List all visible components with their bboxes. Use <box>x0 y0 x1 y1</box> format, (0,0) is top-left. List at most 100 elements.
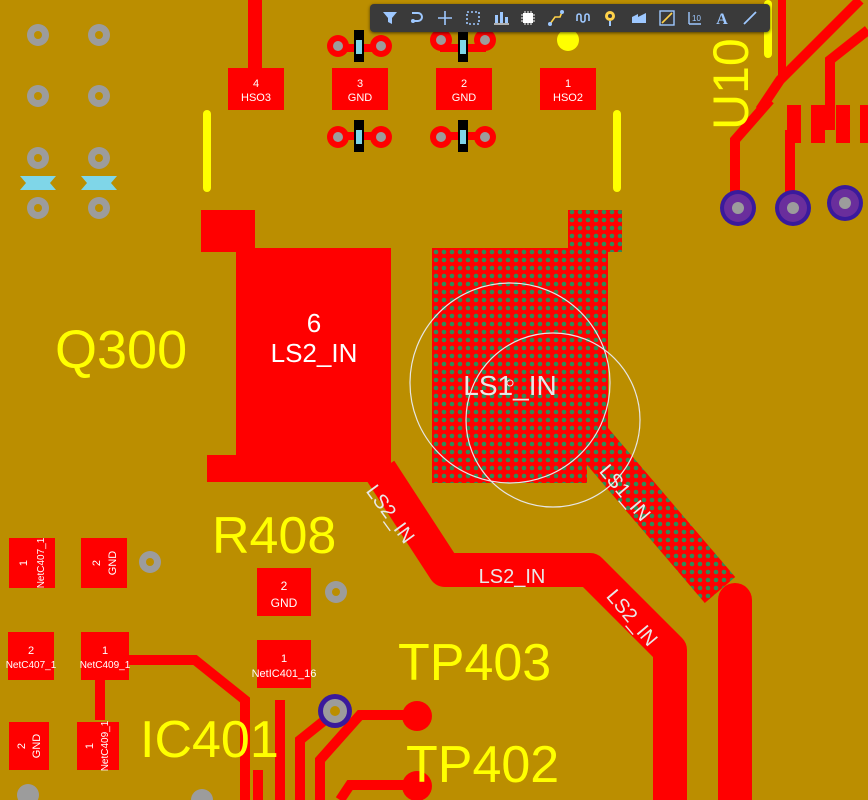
c409-pad-gnd[interactable]: 2 GND <box>9 722 49 770</box>
tune-length-icon <box>575 13 590 23</box>
svg-text:2: 2 <box>461 78 467 90</box>
bottom-via[interactable] <box>191 789 213 800</box>
svg-text:1: 1 <box>565 78 571 90</box>
active-bar-toolbar: 10 A <box>370 4 770 32</box>
svg-text:1: 1 <box>18 560 30 566</box>
place-via-icon <box>605 11 616 26</box>
place-text-button[interactable]: A <box>711 7 733 29</box>
crosshair-add-button[interactable] <box>434 7 456 29</box>
place-dimension-icon: 10 <box>687 12 701 25</box>
bottom-left-via[interactable] <box>17 784 39 800</box>
svg-text:10: 10 <box>692 14 701 23</box>
place-polygon-button[interactable] <box>656 7 678 29</box>
svg-text:2: 2 <box>91 560 103 566</box>
trace-ls2-in[interactable] <box>365 460 687 800</box>
select-rectangle-button[interactable] <box>462 7 484 29</box>
pad6-net: LS2_IN <box>271 338 358 368</box>
place-region-button[interactable] <box>628 7 650 29</box>
svg-text:NetIC401_16: NetIC401_16 <box>252 668 317 680</box>
place-line-button[interactable] <box>739 7 761 29</box>
svg-text:1: 1 <box>281 653 287 665</box>
trace-tp403[interactable] <box>315 710 415 800</box>
c407-pad-2-gnd[interactable]: 2 GND <box>81 538 127 588</box>
route-interactive-button[interactable] <box>407 7 429 29</box>
svg-text:NetC407_1: NetC407_1 <box>36 537 47 588</box>
place-dimension-button[interactable]: 10 <box>684 7 706 29</box>
svg-text:GND: GND <box>452 92 477 104</box>
svg-text:3: 3 <box>357 78 363 90</box>
u10-pads[interactable] <box>720 105 868 226</box>
svg-text:HSO2: HSO2 <box>553 92 583 104</box>
pad-1[interactable]: 1 HSO2 <box>540 68 596 110</box>
clearance-circle-large <box>409 282 611 484</box>
component-button[interactable] <box>517 7 539 29</box>
select-rectangle-icon <box>466 11 480 25</box>
filter-icon <box>382 12 397 24</box>
ls1-in-region[interactable]: LS1_IN <box>432 210 622 483</box>
tp403-pad[interactable] <box>402 701 432 731</box>
svg-text:NetC409_1: NetC409_1 <box>100 720 111 771</box>
trace-u10-e[interactable] <box>778 0 786 80</box>
place-text-icon: A <box>717 11 729 27</box>
r408-pad-2[interactable]: 2 GND <box>257 568 311 616</box>
q300-drain-pad[interactable]: 6 LS2_IN <box>201 210 391 482</box>
gnd-via-cluster[interactable] <box>327 29 496 152</box>
clearance-circle-small <box>465 332 641 508</box>
q300-silk-left <box>203 110 211 192</box>
left-via-grid[interactable] <box>20 24 117 219</box>
trace-label-ls2-b: LS2_IN <box>479 566 546 588</box>
c407-pad-1[interactable]: 1 NetC407_1 <box>9 537 55 588</box>
svg-text:2: 2 <box>281 579 288 593</box>
svg-text:2: 2 <box>28 645 34 657</box>
cursor-marker <box>506 379 514 387</box>
pad6-number: 6 <box>307 308 321 338</box>
place-polygon-icon <box>659 10 675 26</box>
pad-4[interactable]: 4 HSO3 <box>228 68 284 110</box>
svg-text:A: A <box>717 11 729 27</box>
designator-q300[interactable]: Q300 <box>55 320 187 380</box>
designator-tp402[interactable]: TP402 <box>406 736 559 794</box>
designator-ic401[interactable]: IC401 <box>140 711 279 769</box>
tune-length-button[interactable] <box>573 7 595 29</box>
place-line-icon <box>743 11 757 25</box>
route-multiple-button[interactable] <box>545 7 567 29</box>
c409-pad-1[interactable]: 1 NetC409_1 <box>80 632 131 680</box>
designator-tp403[interactable]: TP403 <box>398 634 551 692</box>
svg-text:GND: GND <box>31 734 43 759</box>
place-region-icon <box>632 13 647 23</box>
c409-pad-1-vertical[interactable]: 1 NetC409_1 <box>77 720 119 771</box>
trace-ls1-in[interactable] <box>559 407 736 603</box>
trace-u10-b[interactable] <box>730 96 774 205</box>
designator-r408[interactable]: R408 <box>212 507 336 565</box>
q300-silk-right <box>613 110 621 192</box>
svg-text:NetC409_1: NetC409_1 <box>80 660 131 671</box>
svg-text:1: 1 <box>102 645 108 657</box>
pin1-marker <box>557 29 579 51</box>
route-multiple-icon <box>548 10 565 26</box>
tp402-pad[interactable] <box>402 771 432 800</box>
place-via-button[interactable] <box>600 7 622 29</box>
svg-text:GND: GND <box>348 92 373 104</box>
route-interactive-icon <box>410 12 423 23</box>
trace-tp402[interactable] <box>335 780 415 800</box>
ic401-pad-1[interactable]: 1 NetIC401_16 <box>252 640 317 688</box>
svg-text:GND: GND <box>107 551 119 576</box>
designator-u10[interactable]: U10 <box>703 38 759 130</box>
filter-button[interactable] <box>379 7 401 29</box>
svg-text:2: 2 <box>16 743 28 749</box>
pad-2[interactable]: 2 GND <box>436 68 492 110</box>
svg-text:HSO3: HSO3 <box>241 92 271 104</box>
svg-text:4: 4 <box>253 78 259 90</box>
trace-hso3[interactable] <box>248 0 262 78</box>
align-button[interactable] <box>490 7 512 29</box>
svg-text:1: 1 <box>84 743 96 749</box>
trace-u10-d[interactable] <box>825 26 868 130</box>
pad-3[interactable]: 3 GND <box>332 68 388 110</box>
svg-text:GND: GND <box>271 596 298 610</box>
trace-ic401-a[interactable] <box>100 655 250 800</box>
component-icon <box>521 11 536 25</box>
c407-pad-2[interactable]: 2 NetC407_1 <box>6 632 57 680</box>
copper-traces <box>95 0 868 800</box>
svg-text:NetC407_1: NetC407_1 <box>6 660 57 671</box>
